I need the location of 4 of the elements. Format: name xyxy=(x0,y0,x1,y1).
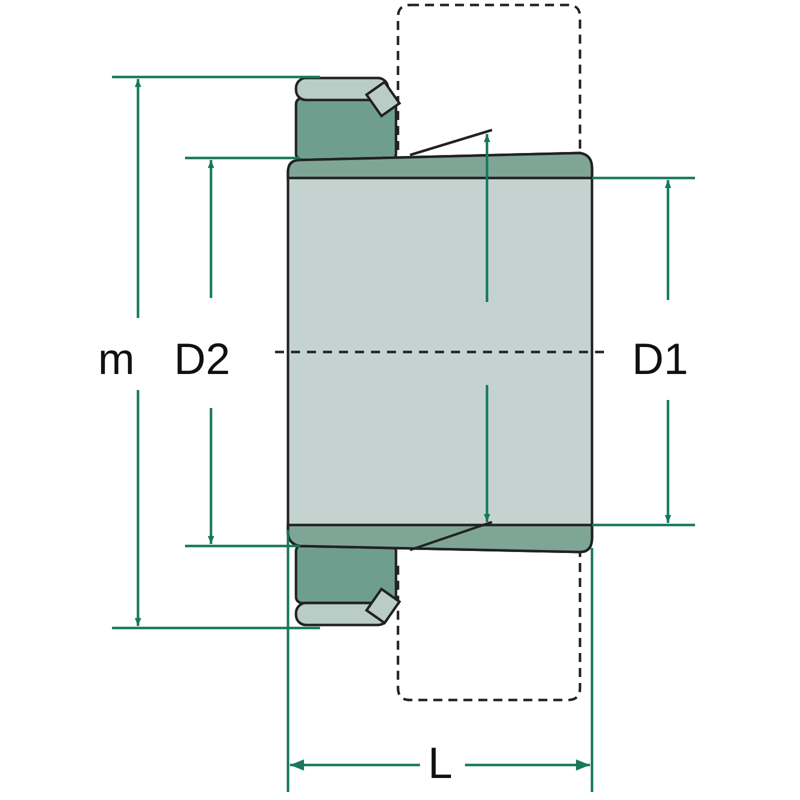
dimension-label: L xyxy=(428,742,452,786)
dimension-label: m xyxy=(98,338,135,382)
dimension-label: D2 xyxy=(174,338,230,382)
dimension-label: D1 xyxy=(632,338,688,382)
